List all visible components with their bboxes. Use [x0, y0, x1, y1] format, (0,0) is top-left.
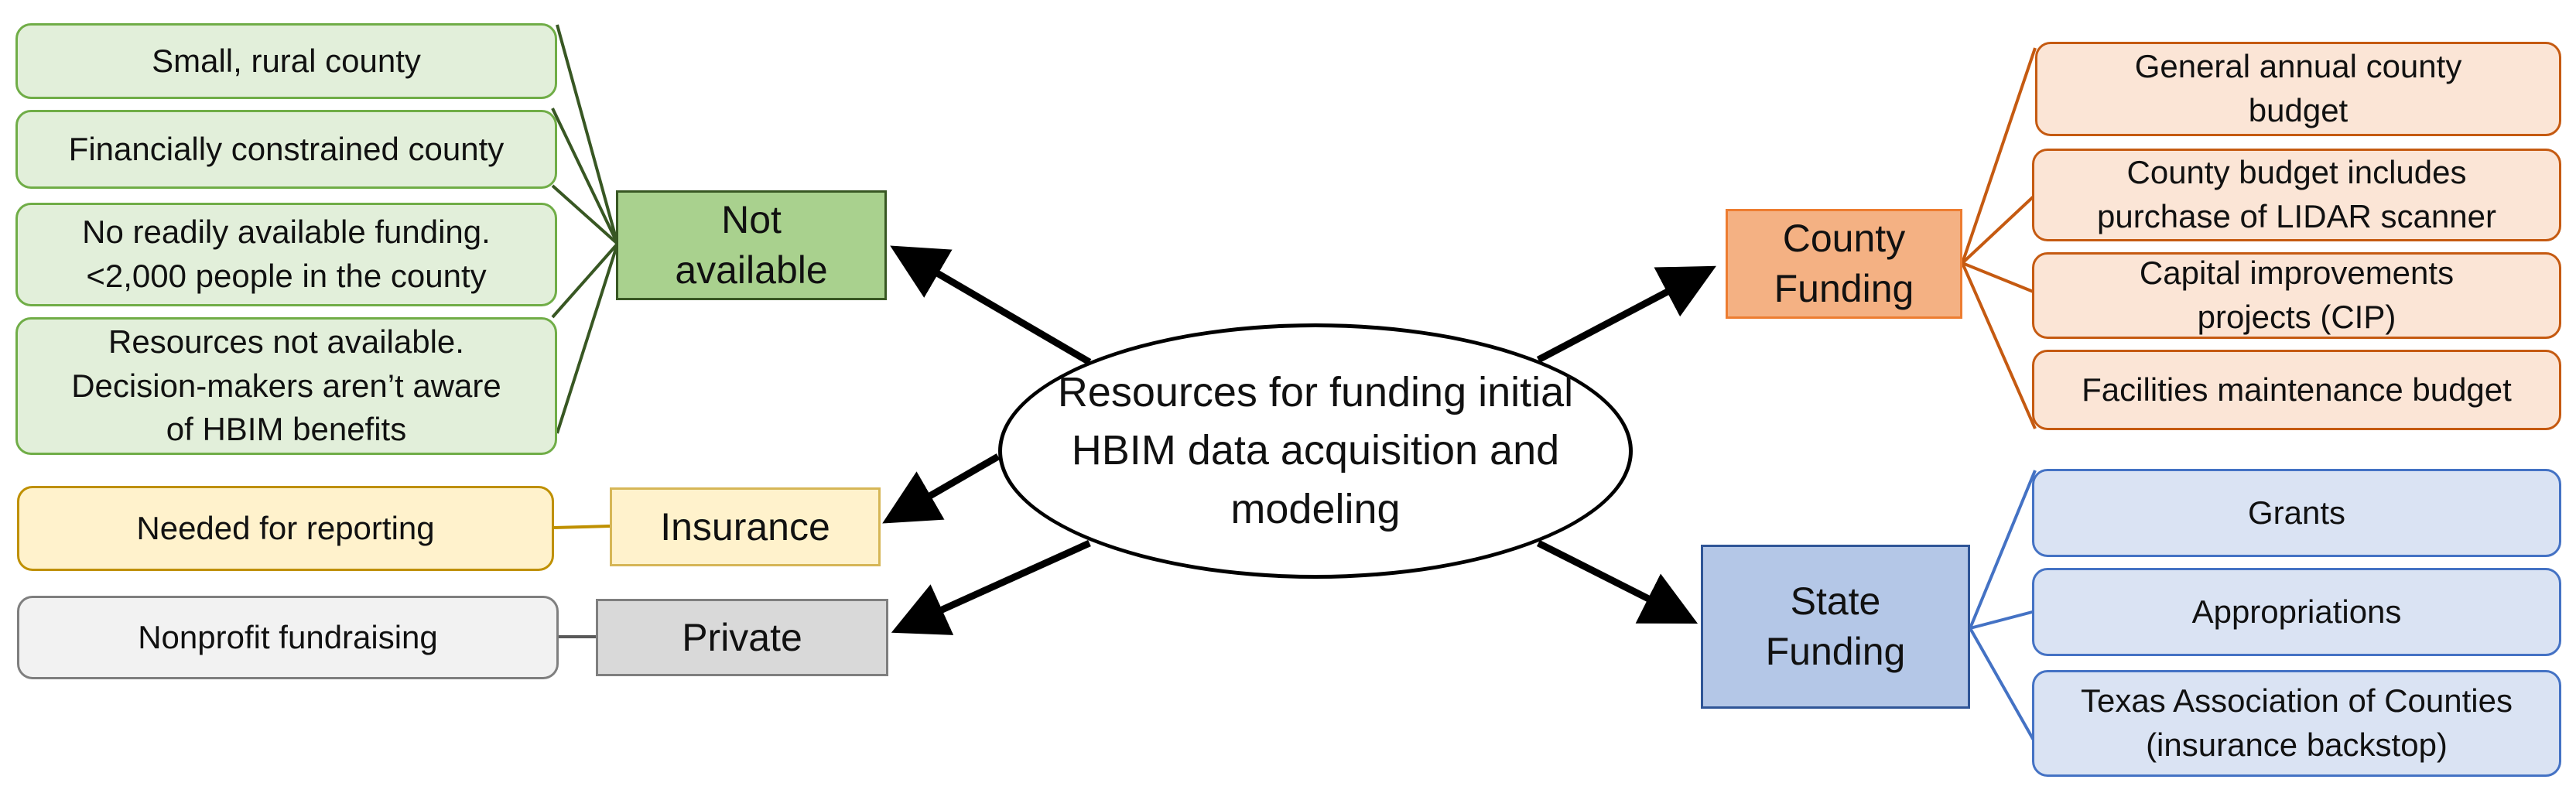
county-funding-node: County Funding [1726, 209, 1962, 319]
center-topic: Resources for funding initial HBIM data … [998, 323, 1633, 579]
county-bracket-2 [1961, 193, 2037, 265]
not-available-item-4: Resources not available. Decision-makers… [15, 317, 557, 455]
state-funding-node: State Funding [1701, 545, 1970, 709]
not-available-item-3: No readily available funding. <2,000 peo… [15, 203, 557, 306]
insurance-connector [553, 525, 611, 529]
not-available-node: Not available [616, 190, 887, 300]
county-funding-item-2: County budget includes purchase of LIDAR… [2032, 149, 2561, 241]
not-available-item-2: Financially constrained county [15, 110, 557, 189]
not-available-bracket [556, 24, 620, 434]
county-bracket-1 [1961, 47, 2037, 264]
not-available-bracket-mid-2 [551, 184, 619, 245]
county-bracket-3 [1962, 262, 2036, 294]
arrow-to-state-funding [1536, 539, 1699, 624]
state-funding-item-3: Texas Association of Counties (insurance… [2032, 670, 2561, 777]
arrow-to-county-funding [1536, 265, 1716, 363]
insurance-item-1: Needed for reporting [17, 486, 554, 571]
county-funding-item-3: Capital improvements projects (CIP) [2032, 252, 2561, 339]
state-bracket-1 [1969, 470, 2037, 629]
private-node: Private [596, 599, 888, 676]
arrow-to-not-available [890, 245, 1092, 365]
not-available-item-1: Small, rural county [15, 23, 557, 99]
state-funding-item-2: Appropriations [2032, 568, 2561, 656]
arrow-to-insurance [882, 453, 1001, 524]
state-bracket-3 [1969, 627, 2037, 744]
arrow-to-private [891, 539, 1091, 635]
county-funding-item-1: General annual county budget [2035, 42, 2561, 136]
not-available-bracket-mid-3 [551, 242, 619, 319]
not-available-bracket-mid-1 [551, 108, 619, 244]
state-bracket-2 [1969, 610, 2036, 630]
state-funding-item-1: Grants [2032, 469, 2561, 557]
county-funding-item-4: Facilities maintenance budget [2032, 350, 2561, 430]
private-item-1: Nonprofit fundraising [17, 596, 559, 679]
county-bracket-4 [1961, 262, 2037, 429]
insurance-node: Insurance [610, 487, 881, 566]
